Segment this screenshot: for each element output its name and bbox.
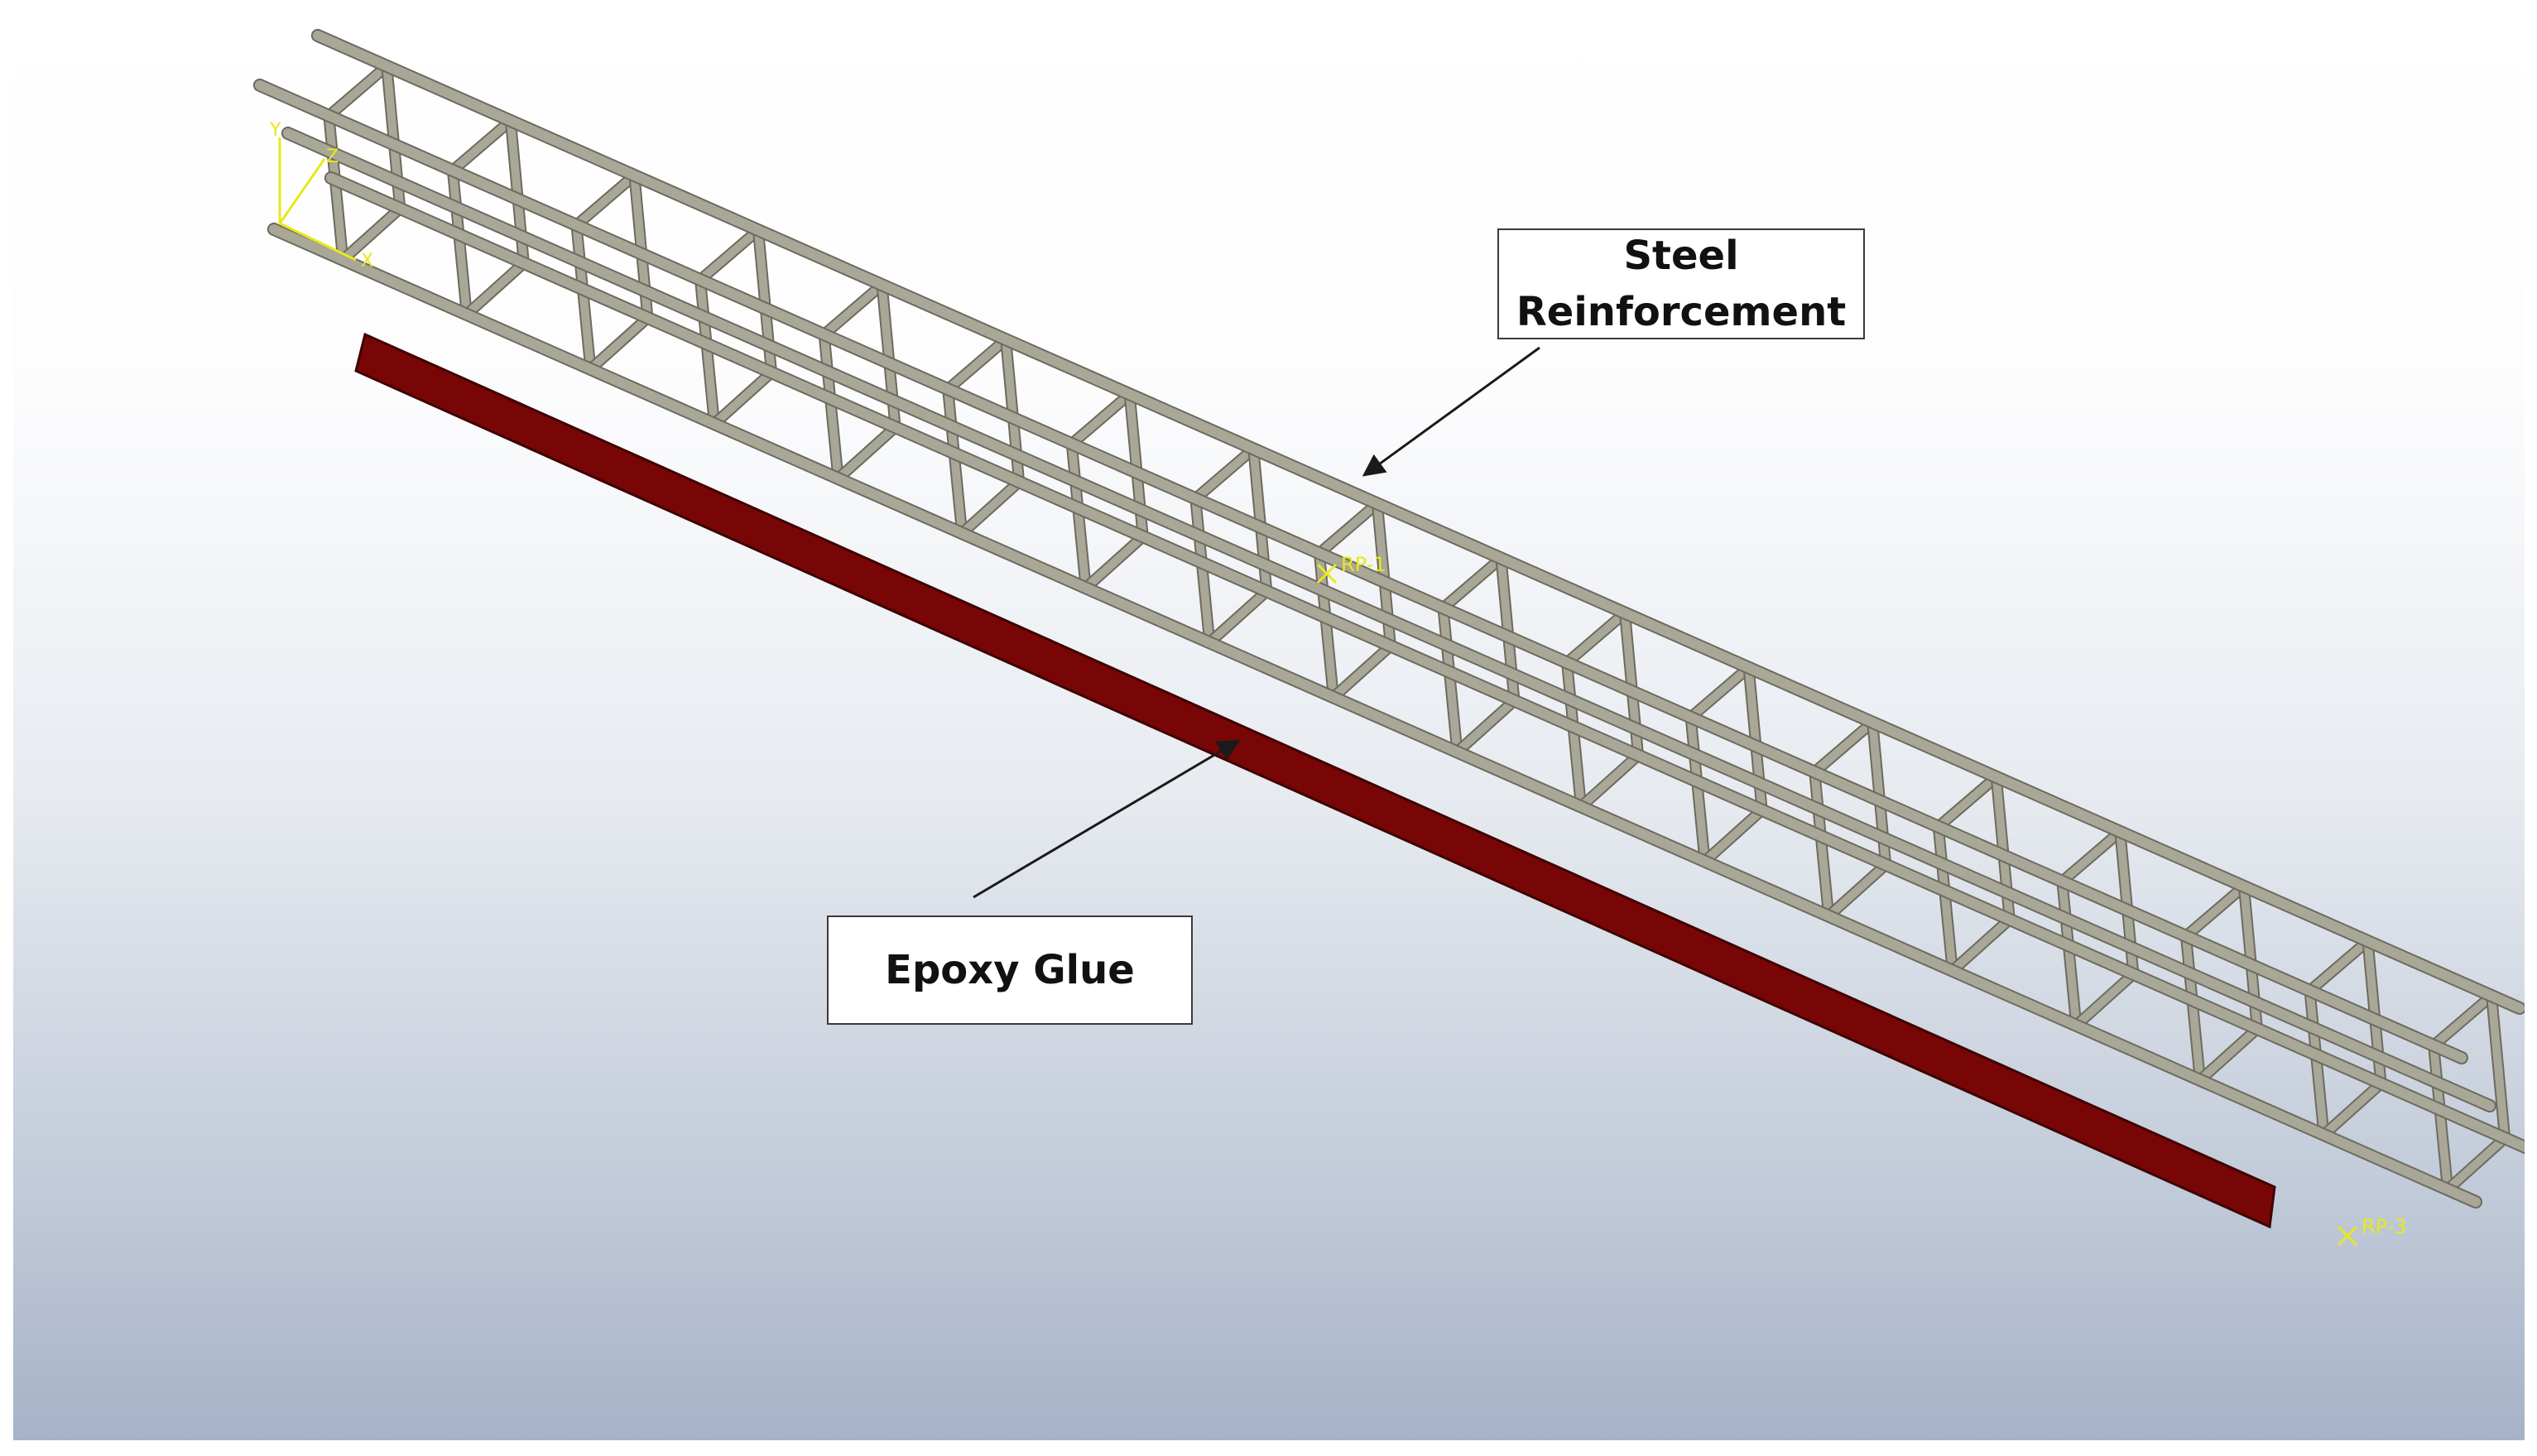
stirrup-9-leg-1 (1314, 499, 1381, 558)
triad-x-axis (279, 222, 357, 262)
stirrup-17-leg-1 (2305, 936, 2372, 995)
stirrup-4-leg-3 (710, 368, 776, 429)
epoxy-leader-arrow (973, 739, 1241, 899)
steel-reinforcement-callout: Steel Reinforcement (1497, 228, 1865, 339)
stirrup-12-leg-2 (1686, 713, 1709, 866)
stirrup-15-leg-1 (2058, 827, 2125, 886)
stirrup-13-leg-1 (1810, 718, 1877, 776)
stirrup-16-leg-2 (2181, 931, 2204, 1084)
longitudinal-bar-top-back (254, 79, 2467, 1063)
stirrup-17-leg-2 (2305, 986, 2328, 1139)
epoxy-glue-strip (354, 332, 2276, 1229)
stirrup-11-leg-1 (1563, 608, 1630, 667)
rp1-marker-icon (1316, 563, 1338, 584)
stirrup-9-leg-3 (1329, 642, 1395, 702)
stirrup-3-leg-1 (572, 171, 639, 229)
stirrup-18-leg-1 (2429, 992, 2496, 1050)
stirrup-16-leg-1 (2181, 882, 2248, 940)
stirrup-10-leg-3 (1453, 696, 1519, 757)
stirrup-7-leg-1 (1067, 390, 1134, 449)
stirrup-14-leg-1 (1934, 772, 2001, 831)
stirrup-12-leg-1 (1686, 663, 1753, 722)
stirrup-2-leg-1 (448, 116, 515, 175)
stirrup-3-leg-3 (586, 313, 652, 373)
stirrup-2-leg-3 (462, 258, 528, 319)
stirrup-5-leg-1 (819, 281, 887, 339)
stirrup-7-leg-2 (1067, 440, 1090, 593)
stirrup-13-leg-3 (1824, 860, 1891, 920)
stirrup-13-leg-2 (1810, 767, 1833, 920)
stirrup-3-leg-2 (572, 220, 595, 373)
stirrup-6-leg-1 (944, 335, 1011, 394)
stirrup-8-leg-1 (1191, 444, 1258, 503)
stirrup-6-leg-3 (958, 478, 1024, 538)
steel-reinforcement-cage (252, 28, 2525, 1209)
triad-z-label: Z (326, 147, 339, 167)
longitudinal-bar-bottom-front (325, 172, 2525, 1153)
stirrup-8-leg-3 (1205, 587, 1271, 647)
stirrup-12-leg-3 (1700, 805, 1766, 866)
stirrup-11-leg-3 (1577, 751, 1643, 811)
stirrup-18-leg-4 (2487, 992, 2510, 1143)
stirrup-4-leg-2 (696, 276, 719, 429)
longitudinal-bar-top-front (312, 30, 2525, 1013)
model-viewport[interactable]: Y Z X RP-1 RP-3 Steel Reinforcement Epox… (13, 5, 2525, 1440)
stirrup-4-leg-1 (696, 226, 763, 285)
stirrup-10-leg-2 (1439, 603, 1462, 757)
stirrup-14-leg-3 (1948, 915, 2014, 975)
steel-leader-arrow (1362, 346, 1540, 477)
stirrup-1-leg-1 (324, 61, 392, 120)
stirrup-15-leg-2 (2058, 877, 2081, 1030)
rp3-label: RP-3 (2362, 1215, 2407, 1238)
stirrup-7-leg-3 (1081, 532, 1147, 593)
epoxy-glue-callout: Epoxy Glue (827, 915, 1193, 1025)
rp1-label: RP-1 (1341, 553, 1386, 576)
longitudinal-bar-mid (282, 127, 2495, 1111)
triad-y-label: Y (269, 120, 281, 141)
stirrup-1-leg-3 (339, 204, 405, 264)
axis-triad (278, 137, 357, 262)
stirrup-8-leg-2 (1191, 494, 1214, 647)
stirrup-5-leg-2 (819, 330, 843, 483)
triad-z-axis (278, 158, 326, 224)
longitudinal-bar-bottom-back (268, 223, 2481, 1207)
stirrup-6-leg-2 (944, 385, 967, 538)
triad-x-label: X (361, 251, 373, 271)
stirrup-14-leg-2 (1934, 822, 1957, 975)
stirrup-16-leg-3 (2195, 1024, 2261, 1084)
stirrup-11-leg-2 (1563, 658, 1586, 811)
stirrup-1-leg-2 (324, 111, 348, 264)
stirrup-17-leg-3 (2319, 1079, 2386, 1139)
stirrup-18-leg-3 (2443, 1134, 2510, 1194)
stirrup-5-leg-3 (834, 423, 900, 483)
stirrup-10-leg-1 (1439, 554, 1506, 613)
stirrup-15-leg-3 (2072, 969, 2138, 1030)
rp3-marker-icon (2337, 1225, 2358, 1247)
stirrup-2-leg-2 (448, 166, 471, 319)
stirrup-18-leg-2 (2429, 1041, 2453, 1194)
beam-model-scene: Y Z X RP-1 RP-3 (252, 28, 2525, 1247)
